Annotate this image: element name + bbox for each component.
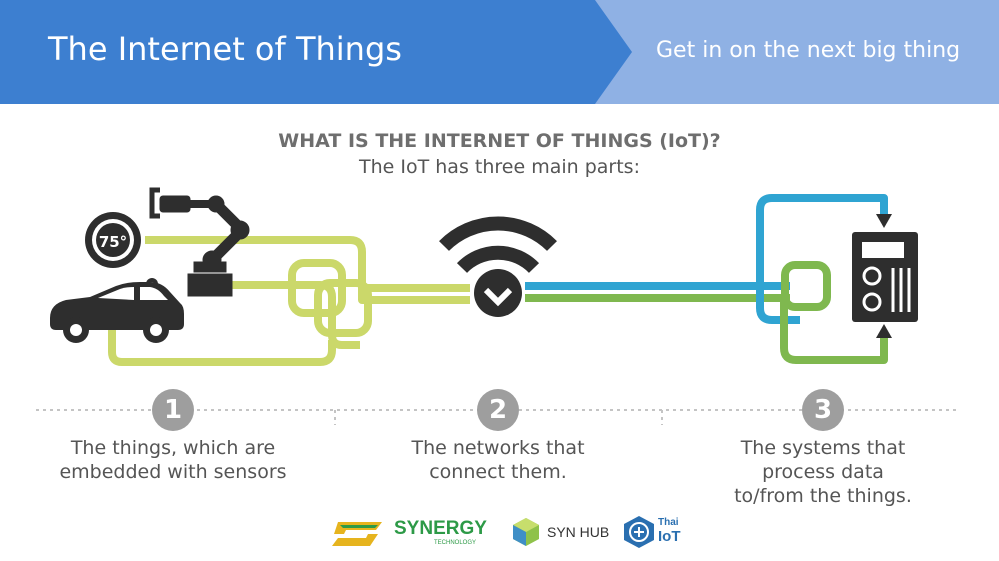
arrow-up-icon — [876, 324, 892, 338]
part-3-line-3: to/from the things. — [734, 485, 912, 507]
systems-link — [781, 261, 831, 311]
synergy-logo-subtext: TECHNOLOGY — [434, 540, 477, 546]
thai-iot-logo-subtext: IoT — [658, 528, 681, 545]
synergy-logo-text: SYNERGY — [394, 518, 487, 539]
robot-arm-icon — [149, 187, 250, 297]
part-number-1: 1 — [152, 389, 194, 431]
part-1-line-1: The things, which are — [70, 437, 276, 459]
synhub-cube-icon — [513, 518, 539, 546]
banner-title: The Internet of Things — [48, 30, 402, 68]
synergy-logo: SYNERGY TECHNOLOGY — [330, 512, 500, 552]
arrow-down-icon — [876, 214, 892, 228]
thermostat-icon — [85, 212, 141, 268]
part-2-line-1: The networks that — [411, 437, 585, 459]
part-number-3: 3 — [802, 389, 844, 431]
header-banner — [0, 0, 999, 104]
part-3-line-1: The systems that — [740, 437, 906, 459]
part-number-2: 2 — [477, 389, 519, 431]
things-wires — [108, 236, 470, 366]
synergy-mark-icon — [332, 522, 382, 546]
part-2-line-2: connect them. — [429, 461, 567, 483]
part-description-2: The networks that connect them. — [348, 436, 648, 484]
wifi-icon — [439, 216, 557, 317]
server-icon — [852, 232, 918, 322]
part-1-line-2: embedded with sensors — [59, 461, 287, 483]
section-heading: WHAT IS THE INTERNET OF THINGS (IoT)? — [278, 130, 721, 152]
thai-iot-logo-text: Thai — [658, 517, 679, 528]
systems-wire-top — [756, 194, 888, 215]
banner-tagline: Get in on the next big thing — [656, 38, 961, 63]
part-description-1: The things, which are embedded with sens… — [23, 436, 323, 484]
thai-iot-badge-icon — [624, 516, 654, 548]
part-description-3: The systems that process data to/from th… — [673, 436, 973, 508]
part-3-line-2: process data — [762, 461, 884, 483]
synhub-logo: SYN HUB — [511, 512, 611, 552]
thermostat-reading: 75° — [99, 233, 127, 251]
synhub-logo-text: SYN HUB — [547, 524, 610, 540]
section-subtitle: The IoT has three main parts: — [359, 156, 640, 178]
car-icon — [50, 282, 184, 343]
systems-wire-bottom — [780, 300, 888, 364]
thai-iot-logo: Thai IoT — [622, 512, 692, 552]
